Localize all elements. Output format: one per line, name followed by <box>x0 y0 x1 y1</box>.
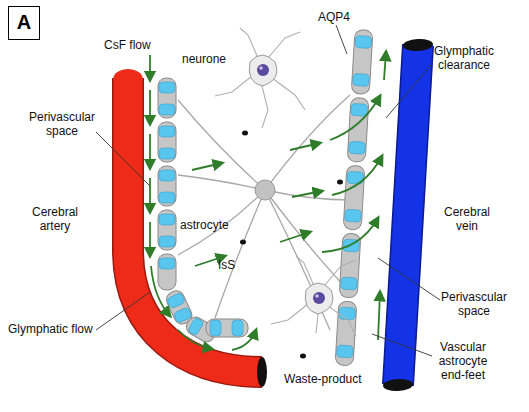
annotation-label: Perivascular space <box>24 110 100 138</box>
waste-product-dot <box>240 131 343 359</box>
flow-arrow <box>150 52 386 350</box>
cerebral-artery <box>114 69 268 387</box>
annotation-label: Cerebral vein <box>436 205 498 233</box>
leader-line <box>96 25 440 356</box>
annotation-label: Perivascular space <box>436 290 512 318</box>
annotation-label: Cerebral artery <box>24 205 86 233</box>
astrocyte-body <box>255 180 275 200</box>
end-feet-left <box>158 78 248 345</box>
panel-label-box: A <box>8 6 40 40</box>
astrocyte-process <box>178 95 352 330</box>
panel-letter: A <box>17 11 31 33</box>
annotation-label: IsS <box>218 258 235 272</box>
annotation-label: neurone <box>182 52 226 66</box>
neuron <box>215 28 305 128</box>
annotation-label: astrocyte <box>180 218 229 232</box>
annotation-label: Waste-product <box>284 372 362 386</box>
cerebral-vein <box>383 38 434 392</box>
annotation-label: Vascular astrocyte end-feet <box>428 340 498 382</box>
annotation-label: CsF flow <box>104 38 151 52</box>
annotation-label: Glymphatic clearance <box>428 44 500 72</box>
annotation-label: Glymphatic flow <box>8 322 93 336</box>
annotation-label: AQP4 <box>318 10 350 24</box>
neuron <box>271 256 356 336</box>
